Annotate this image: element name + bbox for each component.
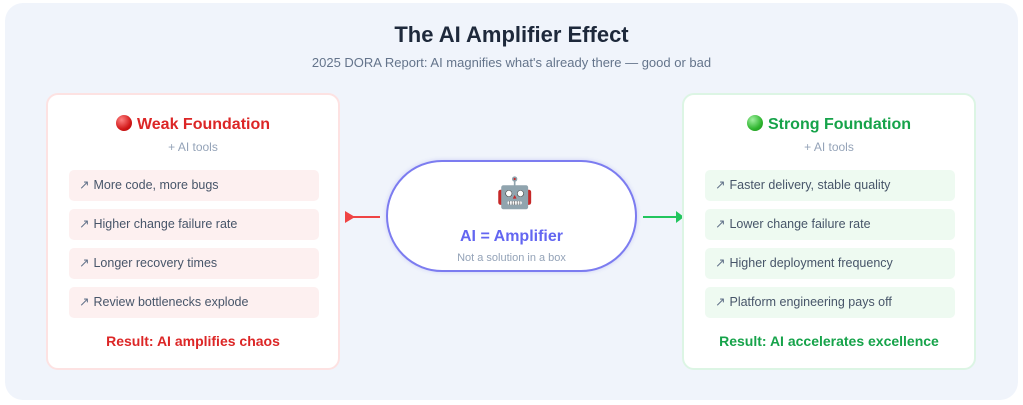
arrow-up-right-icon: ↗ <box>79 256 90 270</box>
strong-foundation-card: Strong Foundation + AI tools ↗Faster del… <box>682 93 976 370</box>
list-item: ↗Review bottlenecks explode <box>69 287 319 318</box>
list-item: ↗Higher deployment frequency <box>705 248 955 279</box>
amplifier-title: AI = Amplifier <box>460 228 563 245</box>
weak-heading: Weak Foundation <box>136 116 271 133</box>
amplifier-subtitle: Not a solution in a box <box>457 252 566 264</box>
list-item: ↗More code, more bugs <box>69 170 319 201</box>
arrow-up-right-icon: ↗ <box>715 295 726 309</box>
diagram-subtitle: 2025 DORA Report: AI magnifies what's al… <box>311 55 712 70</box>
right-arrowhead-icon <box>676 211 684 223</box>
diagram-title: The AI Amplifier Effect <box>394 22 629 47</box>
amplifier-node: 🤖 AI = Amplifier Not a solution in a box <box>386 160 637 272</box>
list-item: ↗Lower change failure rate <box>705 209 955 240</box>
green-circle-icon <box>746 115 763 131</box>
strong-heading: Strong Foundation <box>767 116 912 133</box>
list-item: ↗Platform engineering pays off <box>705 287 955 318</box>
arrow-up-right-icon: ↗ <box>79 217 90 231</box>
left-connector <box>350 216 380 218</box>
weak-subheading: + AI tools <box>168 140 218 154</box>
list-item: ↗Faster delivery, stable quality <box>705 170 955 201</box>
arrow-up-right-icon: ↗ <box>715 178 726 192</box>
robot-icon: 🤖 <box>496 177 534 210</box>
arrow-up-right-icon: ↗ <box>715 256 726 270</box>
strong-result: Result: AI accelerates excellence <box>719 333 939 349</box>
weak-result: Result: AI amplifies chaos <box>106 333 280 349</box>
right-connector <box>643 216 678 218</box>
arrow-up-right-icon: ↗ <box>79 295 90 309</box>
list-item: ↗Longer recovery times <box>69 248 319 279</box>
weak-foundation-card: Weak Foundation + AI tools ↗More code, m… <box>46 93 340 370</box>
red-circle-icon <box>115 115 132 131</box>
strong-subheading: + AI tools <box>804 140 854 154</box>
list-item: ↗Higher change failure rate <box>69 209 319 240</box>
arrow-up-right-icon: ↗ <box>79 178 90 192</box>
arrow-up-right-icon: ↗ <box>715 217 726 231</box>
